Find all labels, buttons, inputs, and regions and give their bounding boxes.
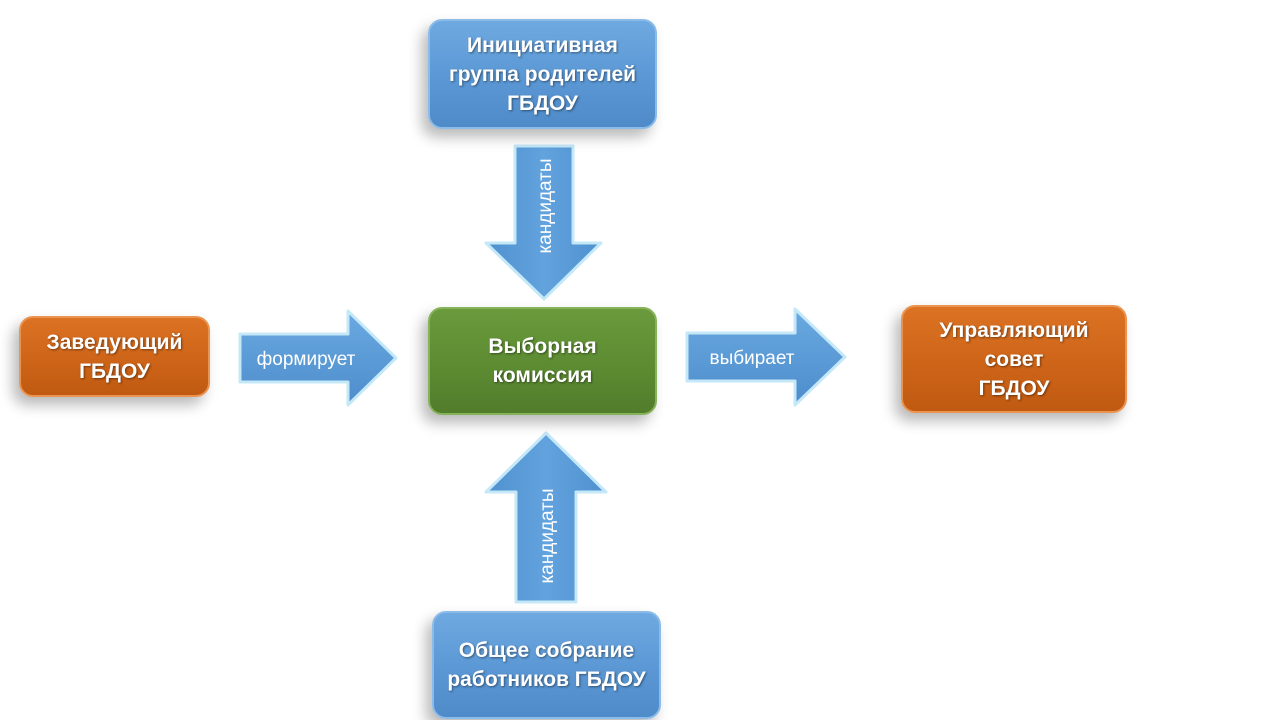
head-line-2: ГБДОУ (79, 359, 150, 383)
arrow-forms-label: формирует (257, 349, 356, 370)
arrow-elects-label: выбирает (709, 348, 794, 369)
assembly-line-2: работников ГБДОУ (447, 668, 646, 691)
head-line-1: Заведующий (46, 330, 183, 354)
initiative-line-2: группа родителей (448, 62, 637, 86)
initiative-line-3: ГБДОУ (507, 91, 578, 115)
node-head: Заведующий ГБДОУ (19, 316, 210, 397)
council-line-3: ГБДОУ (978, 376, 1050, 400)
council-line-2: совет (984, 347, 1044, 371)
assembly-line-1: Общее собрание (458, 639, 635, 662)
arrow-right-elects (685, 307, 847, 407)
commission-line-1: Выборная (488, 335, 597, 358)
node-general-assembly: Общее собрание работников ГБДОУ (432, 611, 661, 719)
arrow-down-label: кандидаты (535, 158, 556, 253)
arrow-down-candidates (484, 144, 603, 301)
council-line-1: Управляющий (939, 318, 1089, 342)
arrow-up-candidates (484, 431, 608, 604)
node-election-commission: Выборная комиссия (428, 307, 657, 415)
initiative-line-1: Инициативная (467, 33, 618, 57)
arrow-right-forms (238, 309, 398, 407)
node-governing-council: Управляющий совет ГБДОУ (901, 305, 1127, 413)
commission-line-2: комиссия (492, 364, 593, 387)
arrow-up-label: кандидаты (537, 488, 558, 583)
node-initiative-group: Инициативная группа родителей ГБДОУ (428, 19, 657, 129)
